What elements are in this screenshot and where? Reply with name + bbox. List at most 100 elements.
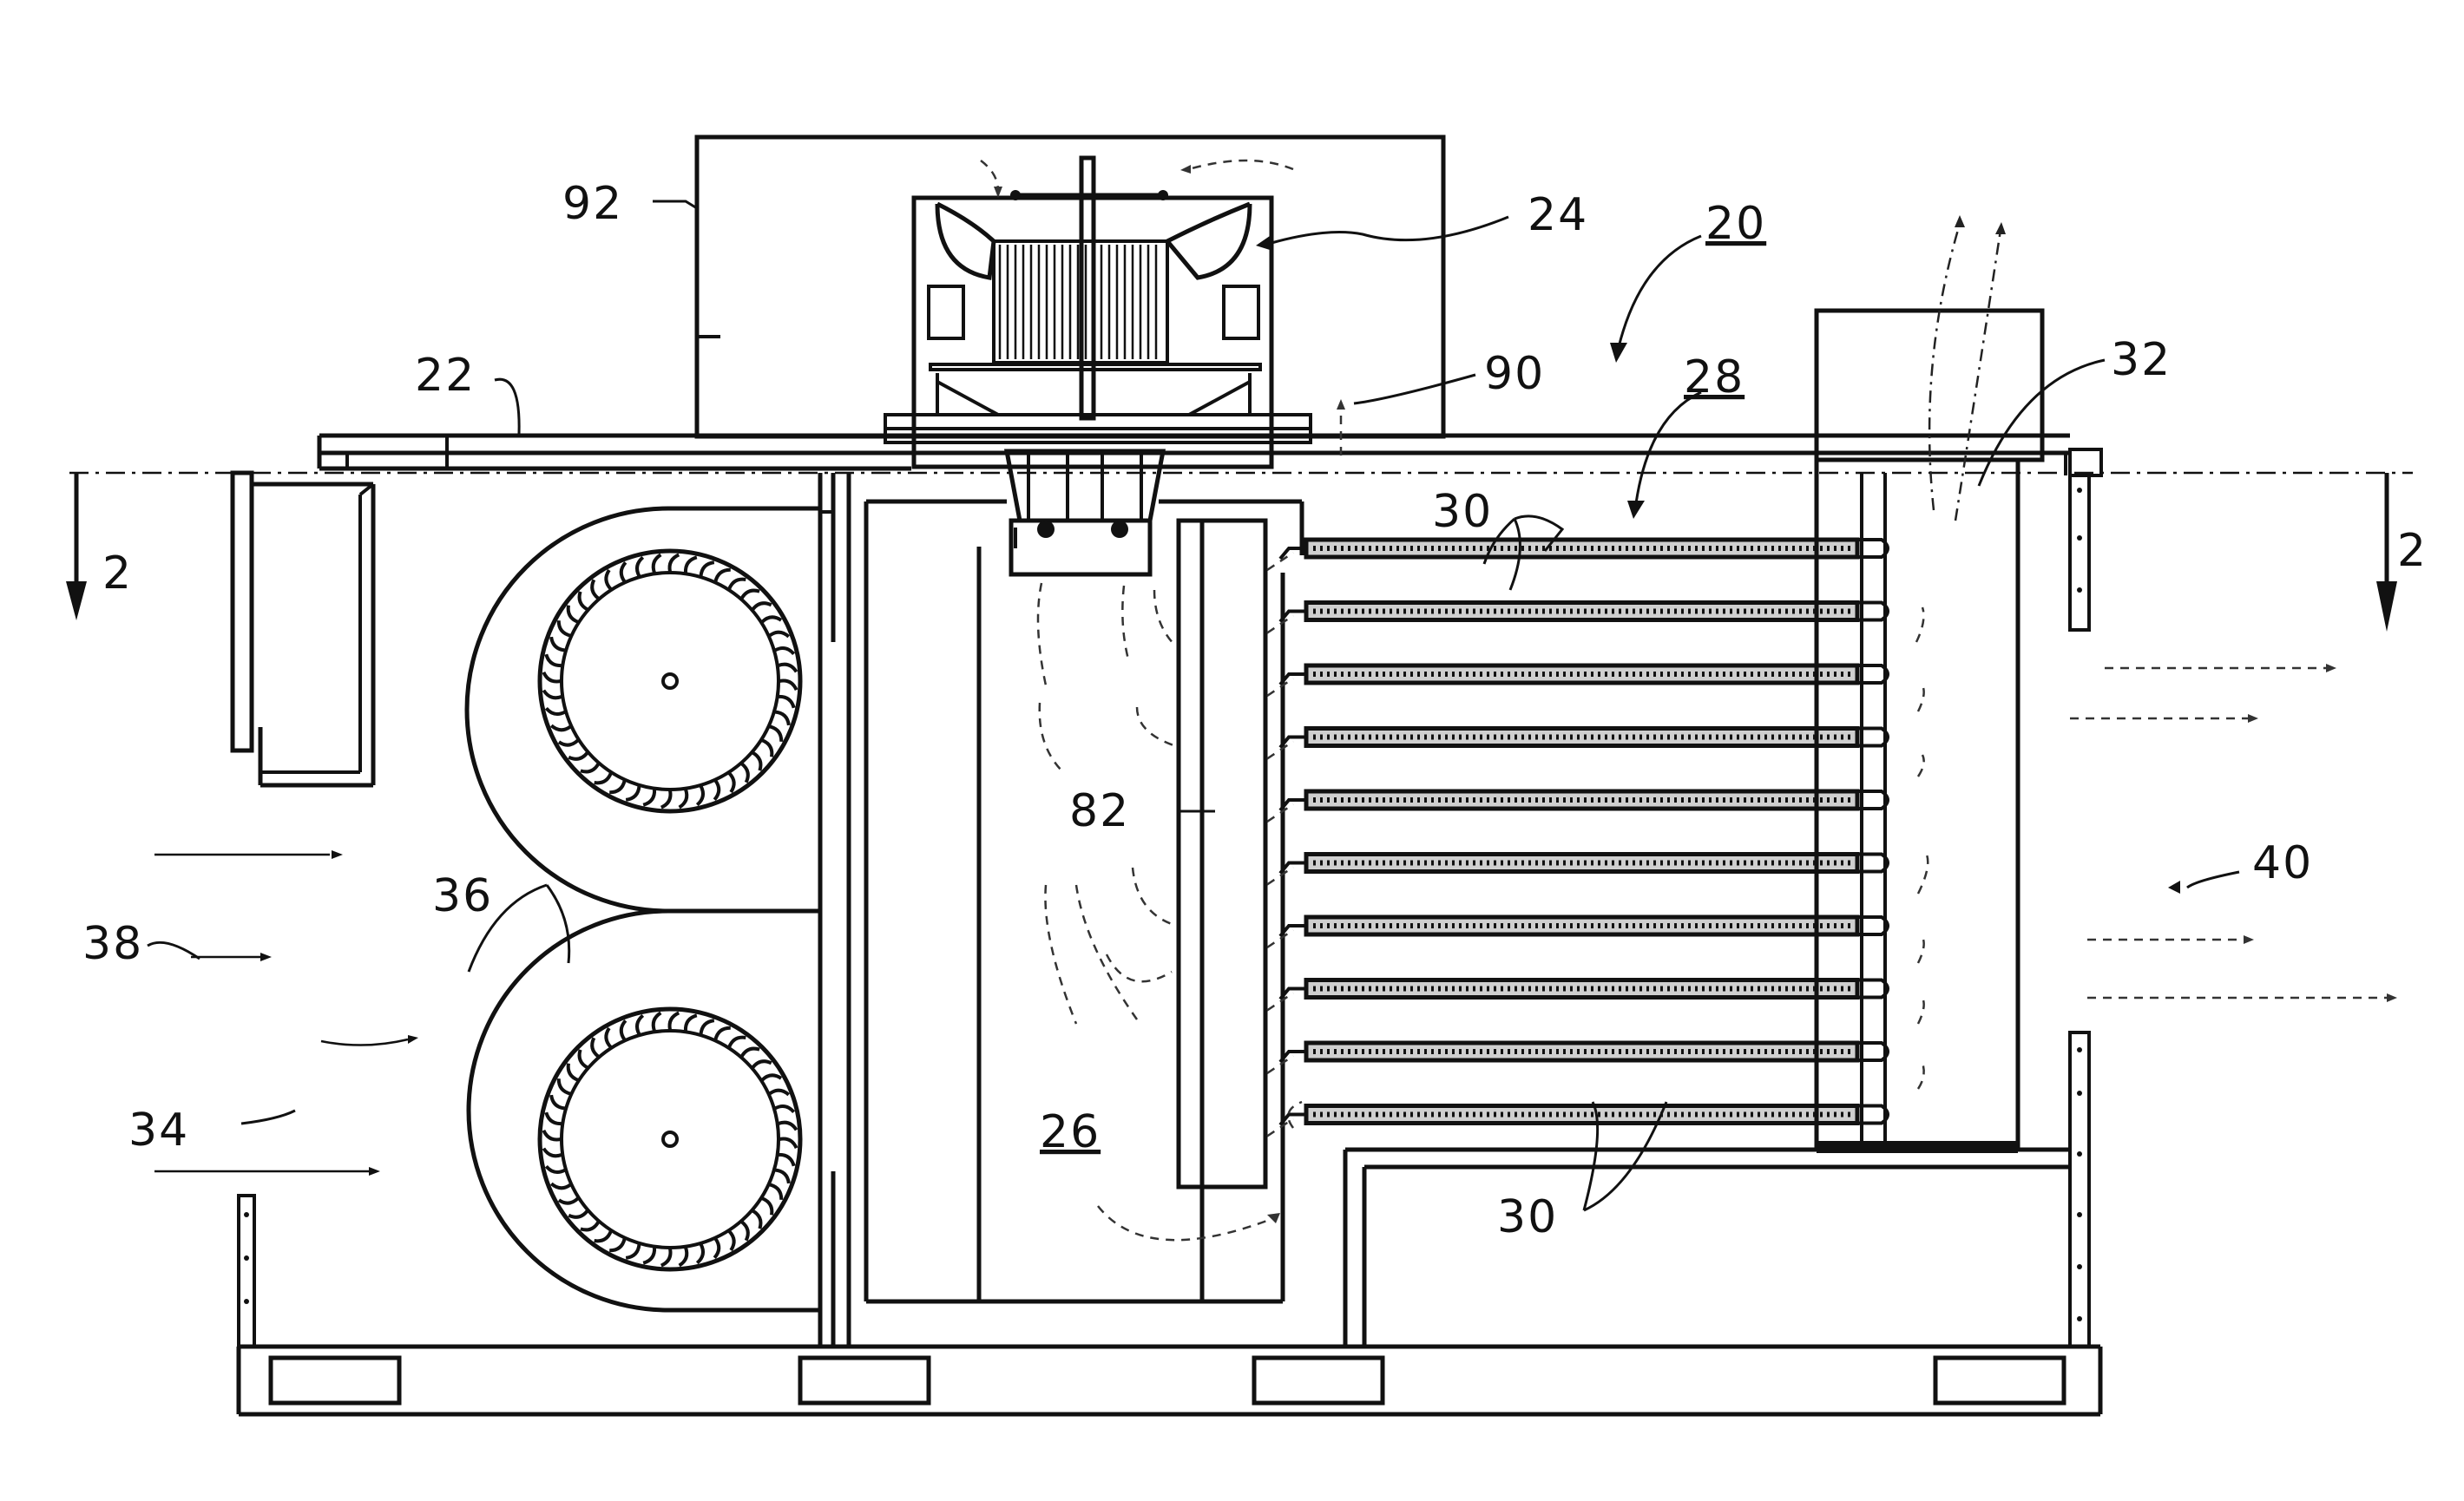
blower-blade — [609, 1239, 624, 1251]
blower-blade — [609, 781, 624, 793]
heat-exchanger-tube — [1306, 729, 1857, 746]
flow-arrows — [154, 161, 2397, 1240]
heat-exchanger-tube — [1306, 603, 1857, 620]
blower-blade — [742, 1222, 748, 1241]
blower-blade — [637, 557, 643, 576]
heat-exchanger-tube — [1306, 665, 1857, 683]
label-92: 92 — [562, 178, 623, 230]
blower-blade — [775, 711, 789, 724]
blower-blade — [779, 665, 797, 672]
blower-blade — [581, 764, 599, 771]
blower-blade — [551, 725, 570, 730]
blower-blade — [752, 603, 772, 609]
blower-blade — [643, 1248, 654, 1263]
label-82: 82 — [1069, 785, 1130, 837]
blower-blade — [546, 1112, 562, 1124]
blower-blade — [686, 557, 697, 573]
blower-blade — [543, 691, 562, 698]
blower-blade — [775, 1106, 794, 1112]
label-2-right: 2 — [2397, 525, 2428, 577]
blower-blade — [779, 1155, 794, 1166]
blower-blade — [700, 562, 713, 576]
blower-blade — [606, 570, 611, 589]
blower-blade — [546, 1166, 565, 1172]
blower-wheel-lower — [540, 1009, 800, 1269]
flow-arrow — [1267, 930, 1293, 947]
blower-blade — [729, 580, 746, 589]
blower-blade — [697, 786, 703, 805]
blower-blade — [729, 1231, 734, 1250]
blower-blade — [606, 1028, 611, 1047]
heat-exchanger-tube — [1306, 855, 1857, 872]
blower-blade — [559, 1078, 571, 1093]
heat-exchanger-tube — [1306, 791, 1857, 809]
blower-blade — [762, 1075, 781, 1080]
blower-blade — [546, 708, 565, 714]
label-24: 24 — [1528, 189, 1588, 241]
blower-blade — [543, 1149, 562, 1157]
blower-blade — [595, 773, 611, 783]
label-34: 34 — [128, 1104, 189, 1157]
blower-blade — [551, 637, 565, 650]
blower-blade — [643, 790, 654, 805]
blower-blade — [626, 1244, 639, 1258]
label-30-top: 30 — [1432, 486, 1493, 538]
blower-blade — [543, 672, 561, 682]
blower-blade — [580, 592, 588, 610]
blower-blade — [661, 790, 671, 808]
blower-blade — [752, 753, 760, 771]
blower-blade — [559, 740, 578, 745]
blower-blade — [686, 1015, 697, 1031]
blower-blade — [752, 1211, 760, 1229]
blower-blade — [592, 580, 598, 599]
label-32: 32 — [2111, 334, 2172, 386]
label-30-bottom: 30 — [1497, 1191, 1558, 1243]
heat-exchanger-tubes — [1267, 501, 2070, 1347]
combustion-chamber — [849, 473, 1302, 1347]
blower-blade — [595, 1231, 611, 1241]
flow-arrow — [1267, 993, 1293, 1011]
heat-exchanger-tube — [1306, 1043, 1857, 1060]
skid-pocket — [1254, 1358, 1383, 1403]
blower-blade — [670, 554, 680, 572]
blower-blade — [762, 740, 772, 757]
blower-blade — [543, 1131, 561, 1140]
blower-blade — [729, 773, 734, 792]
blower-blade — [568, 606, 578, 622]
skid-pocket — [271, 1358, 399, 1403]
blower-blade — [568, 1064, 578, 1080]
blower-blade — [775, 1170, 789, 1183]
blower-blade — [762, 1198, 772, 1215]
blower-blade — [770, 726, 782, 741]
blower-blade — [559, 1198, 578, 1203]
flow-arrow — [1267, 553, 1293, 570]
section-line-2-2 — [66, 473, 2413, 632]
blower-blade — [700, 1020, 713, 1034]
blower-blade — [621, 562, 626, 581]
heat-exchanger-tube — [1306, 540, 1857, 557]
blower-blade — [742, 764, 748, 783]
flow-arrow — [1267, 616, 1293, 633]
blower-blade — [779, 1123, 797, 1131]
label-26: 26 — [1040, 1106, 1101, 1158]
blower-blade — [714, 1239, 719, 1258]
blower-blade — [762, 617, 781, 622]
blower-blade — [770, 1091, 789, 1095]
blower-housings — [467, 473, 833, 1347]
label-28: 28 — [1684, 351, 1745, 403]
blower-blade — [670, 1013, 680, 1030]
flow-arrow — [1267, 804, 1293, 822]
blower-blade — [654, 554, 661, 573]
baffle — [1179, 521, 1265, 1187]
blower-blade — [661, 1249, 671, 1266]
intake-hood — [233, 473, 373, 785]
blower-blade — [697, 1244, 703, 1263]
blower-blade — [752, 1061, 772, 1067]
blower-blade — [551, 1183, 570, 1188]
blower-blade — [581, 1222, 599, 1229]
blower-blade — [742, 591, 760, 599]
heat-exchanger-tube — [1306, 1106, 1857, 1124]
blower-blade — [637, 1015, 643, 1034]
blower-blade — [742, 1049, 760, 1057]
